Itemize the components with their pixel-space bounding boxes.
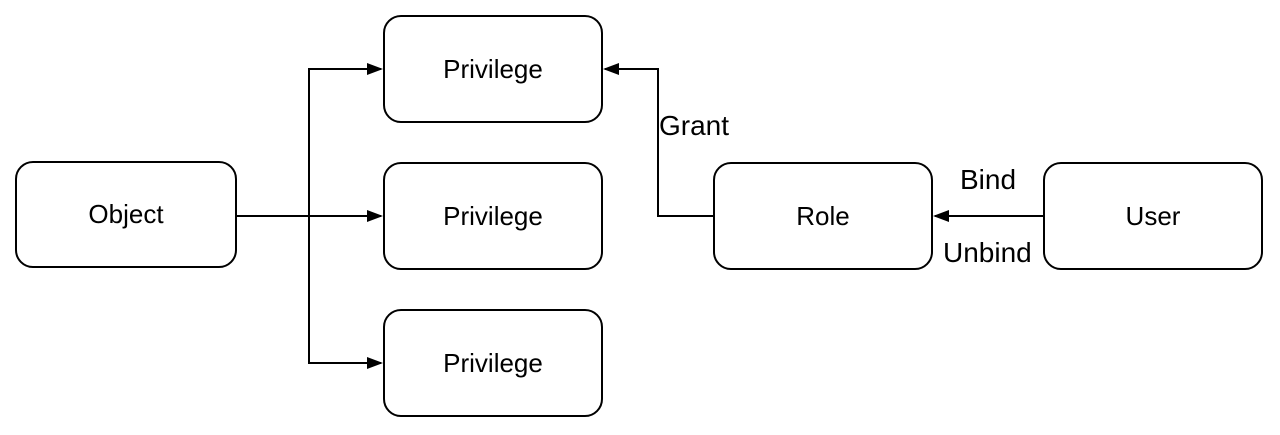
edge-object-to-privilege-bottom (308, 216, 383, 369)
node-user-label: User (1125, 200, 1181, 231)
edge-object-to-privilege-top (308, 63, 383, 216)
node-privilege-top-label: Privilege (443, 53, 543, 84)
node-privilege-bottom: Privilege (383, 309, 603, 417)
edge-label-bind: Bind (960, 164, 1017, 195)
node-role-label: Role (796, 200, 850, 231)
node-privilege-middle-label: Privilege (443, 200, 543, 231)
node-privilege-bottom-label: Privilege (443, 347, 543, 378)
node-user: User (1043, 162, 1263, 270)
node-privilege-middle: Privilege (383, 162, 603, 270)
node-privilege-top: Privilege (383, 15, 603, 123)
edge-role-to-privilege-top (603, 63, 713, 217)
node-object-label: Object (88, 199, 164, 229)
edge-label-grant: Grant (659, 110, 730, 141)
node-object: Object (15, 161, 237, 268)
edge-label-unbind: Unbind (943, 237, 1032, 268)
node-role: Role (713, 162, 933, 270)
